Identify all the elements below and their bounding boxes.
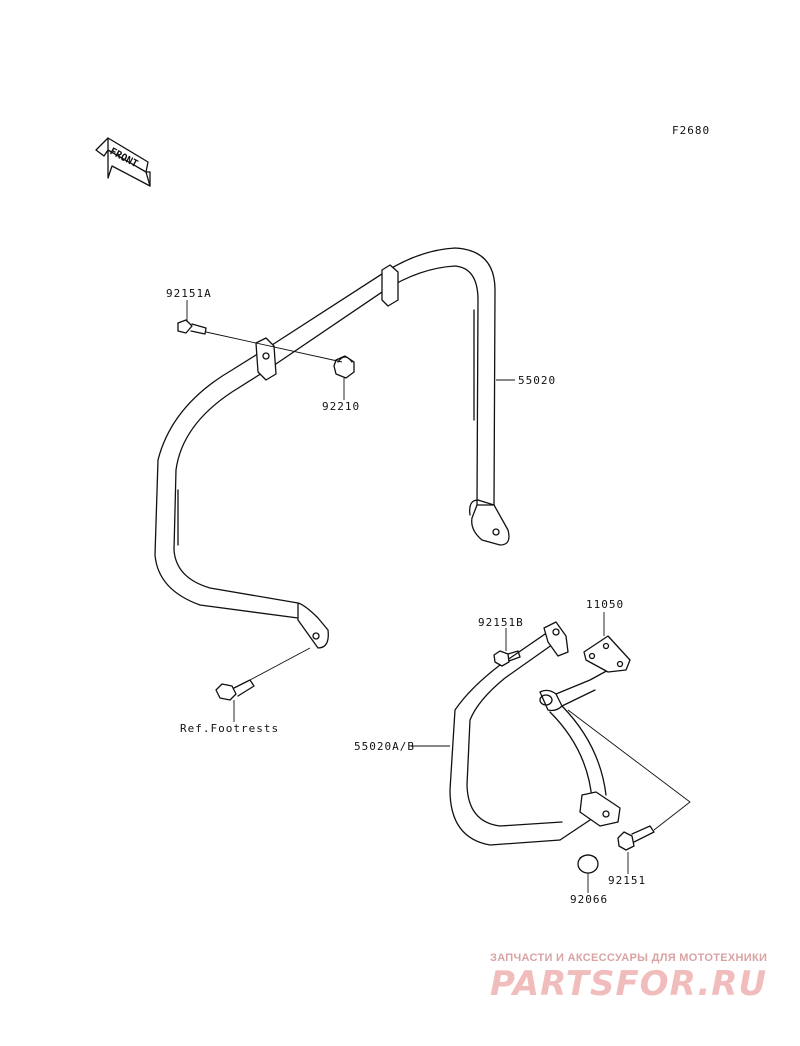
bolt-ref-footrests xyxy=(215,679,255,701)
label-92066: 92066 xyxy=(570,893,609,906)
front-arrow-icon xyxy=(95,137,151,187)
engine-guard-55020 xyxy=(154,247,510,649)
bolt-92151A xyxy=(177,319,207,335)
label-92151B: 92151B xyxy=(478,616,524,629)
bolt-92151B xyxy=(493,650,521,667)
label-92151A: 92151A xyxy=(166,287,212,300)
engine-guard-55020AB xyxy=(449,621,621,846)
label-55020: 55020 xyxy=(518,374,557,387)
cap-nut-92210 xyxy=(333,355,355,379)
bracket-11050 xyxy=(583,635,631,673)
label-ref-footrests: Ref.Footrests xyxy=(180,722,280,735)
watermark-subtitle: ЗАПЧАСТИ И АКСЕССУАРЫ ДЛЯ МОТОТЕХНИКИ xyxy=(490,952,768,964)
leader-lines xyxy=(186,300,691,893)
plug-92066 xyxy=(577,854,599,874)
label-11050: 11050 xyxy=(586,598,625,611)
label-92151: 92151 xyxy=(608,874,647,887)
label-92210: 92210 xyxy=(322,400,361,413)
label-55020AB: 55020A/B xyxy=(354,740,415,753)
watermark-logo: PARTSFOR.RU xyxy=(490,964,768,1004)
bolt-92151 xyxy=(617,825,655,851)
diagram-code: F2680 xyxy=(672,124,711,137)
